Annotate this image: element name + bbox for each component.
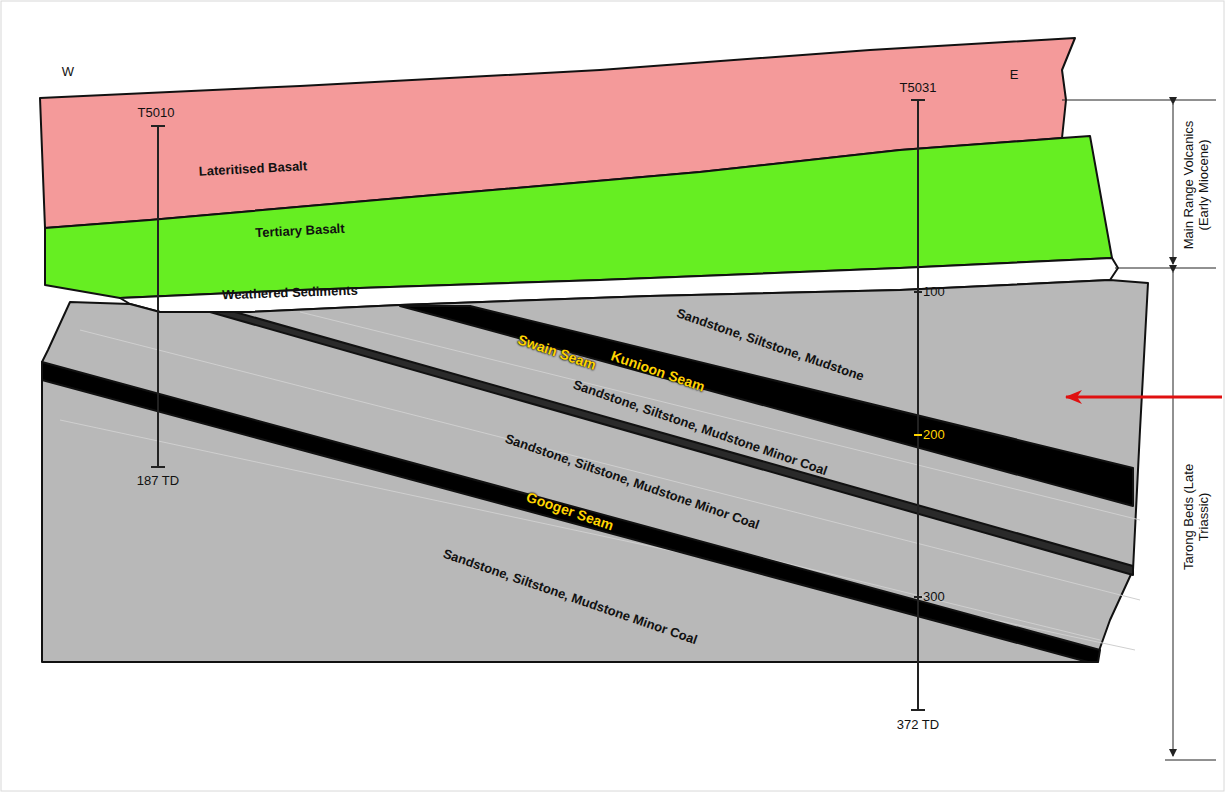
depth-mark: 300	[923, 590, 957, 605]
unit-label: Main Range Volcanics (Early Miocene)	[1182, 115, 1212, 255]
total-depth: 187 TD	[123, 474, 193, 489]
total-depth: 372 TD	[883, 718, 953, 733]
layer-label: Swain Seam	[502, 326, 611, 377]
drillhole-name: T5031	[883, 81, 953, 96]
depth-mark: 100	[923, 285, 957, 300]
unit-label: Tarong Beds (Late Triassic)	[1182, 462, 1212, 572]
compass-label: E	[999, 68, 1029, 83]
sandstone-block: Sandstone, Siltstone, MudstoneSandstone,…	[42, 280, 1148, 662]
depth-mark: 200	[923, 428, 957, 443]
compass-label: W	[53, 65, 83, 80]
coal-seam: Googer Seam	[42, 362, 1100, 662]
drillhole-name: T5010	[121, 106, 191, 121]
